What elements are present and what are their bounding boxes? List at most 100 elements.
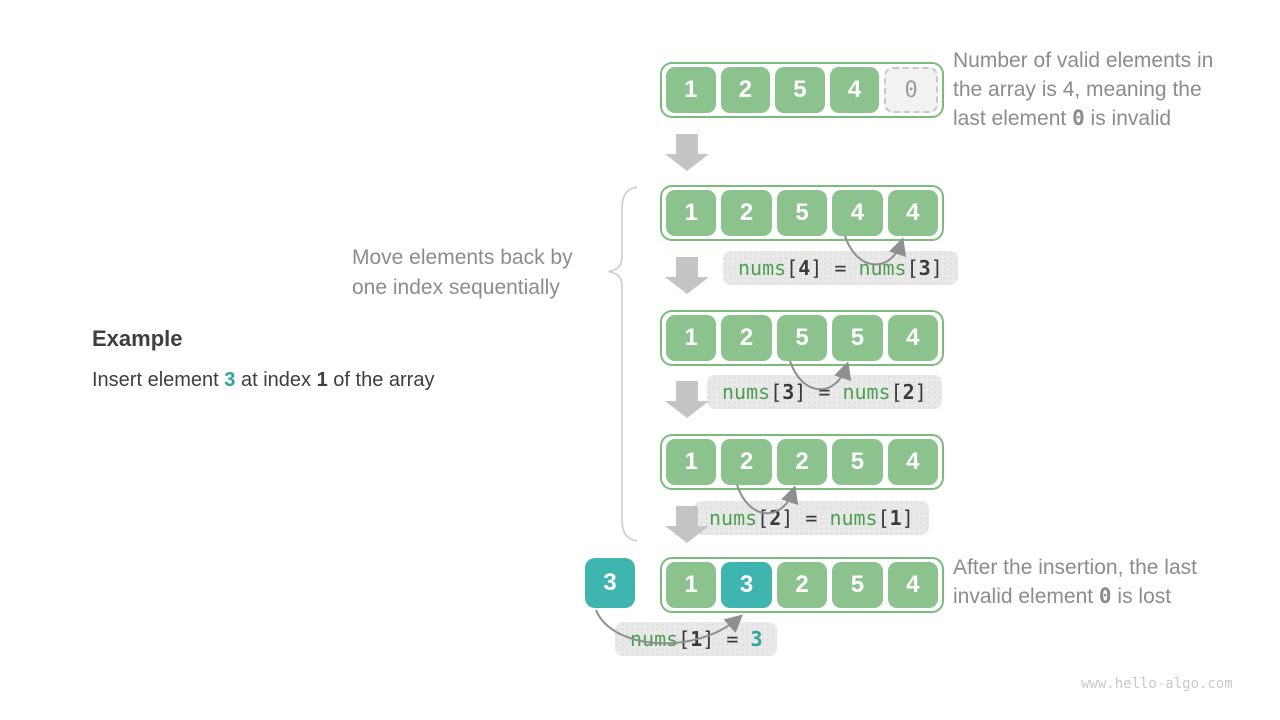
text-segment: 2	[769, 506, 782, 530]
array-cell: 5	[832, 315, 883, 361]
text-segment: 3	[750, 627, 763, 651]
text-line: Number of valid elements in	[953, 46, 1213, 75]
array-cell: 4	[887, 190, 939, 236]
array-cell: 5	[776, 190, 828, 236]
down-arrow-icon	[665, 257, 709, 294]
array-cell: 1	[666, 67, 716, 113]
code-label-nums3: nums[3] = nums[2]	[707, 375, 942, 409]
note-after-insertion: After the insertion, the last invalid ele…	[953, 553, 1197, 611]
array-cell: 0	[884, 67, 938, 113]
array-cell: 4	[832, 190, 883, 236]
text-segment: ]	[781, 506, 794, 530]
text-segment: ]	[702, 627, 715, 651]
down-arrow-icon	[665, 381, 709, 418]
text-segment: invalid element	[953, 585, 1099, 608]
text-segment: 3	[918, 256, 931, 280]
text-segment: nums	[842, 380, 891, 404]
note-valid-elements: Number of valid elements in the array is …	[953, 46, 1213, 133]
text-segment: ]	[930, 256, 943, 280]
text-segment: 0	[1098, 584, 1112, 608]
text-segment: ]	[901, 506, 914, 530]
text-segment: 3	[782, 380, 795, 404]
text-segment: [	[906, 256, 919, 280]
array-cell: 4	[887, 315, 939, 361]
text-segment: last element	[953, 107, 1073, 130]
text-segment: 1	[889, 506, 902, 530]
array-cell: 4	[887, 439, 939, 485]
text-segment: [	[757, 506, 770, 530]
example-block: Example Insert element 3 at index 1 of t…	[92, 326, 434, 392]
example-heading: Example	[92, 326, 183, 351]
text-segment: ]	[914, 380, 927, 404]
array-cell: 1	[666, 562, 717, 608]
text-segment: 2	[902, 380, 915, 404]
text-segment: ]	[794, 380, 807, 404]
array-cell: 1	[666, 190, 717, 236]
text-line: After the insertion, the last	[953, 553, 1197, 582]
array-cell: 5	[775, 67, 825, 113]
array-cell: 5	[776, 315, 828, 361]
text-segment: After the insertion, the last	[953, 556, 1197, 579]
text-line: the array is 4, meaning the	[953, 75, 1213, 104]
text-segment: nums	[709, 506, 758, 530]
array-cell: 2	[721, 439, 772, 485]
text-segment: the array is 4, meaning the	[953, 78, 1202, 101]
text-line: Move elements back by	[352, 243, 573, 273]
array-cell: 5	[832, 439, 883, 485]
text-segment: nums	[630, 627, 679, 651]
text-segment: is invalid	[1084, 107, 1172, 130]
array-cell: 2	[776, 439, 828, 485]
down-arrow-icon	[665, 134, 709, 171]
array-cell: 1	[666, 315, 717, 361]
array-cell: 5	[832, 562, 883, 608]
text-segment: [	[770, 380, 783, 404]
code-label-nums1: nums[1] = 3	[615, 622, 778, 656]
text-segment: nums	[858, 256, 907, 280]
inserted-element-cell: 3	[585, 558, 635, 608]
text-segment: =	[822, 256, 859, 280]
brace-icon	[608, 186, 638, 542]
text-segment: 1	[316, 369, 328, 391]
text-segment: 3	[224, 369, 236, 391]
text-segment: ]	[810, 256, 823, 280]
text-segment: nums	[722, 380, 771, 404]
array-cell: 3	[721, 562, 772, 608]
array-cell: 2	[721, 190, 772, 236]
note-move-elements: Move elements back by one index sequentia…	[352, 243, 573, 303]
text-segment: is lost	[1111, 585, 1172, 608]
array-cell: 4	[829, 67, 880, 113]
array-cell: 2	[720, 67, 771, 113]
text-segment: =	[714, 627, 751, 651]
text-segment: =	[793, 506, 830, 530]
text-segment: nums	[738, 256, 787, 280]
text-line: last element 0 is invalid	[953, 104, 1213, 133]
text-segment: Insert element	[92, 369, 225, 391]
array-cell: 4	[887, 562, 939, 608]
text-segment: nums	[829, 506, 878, 530]
text-segment: [	[786, 256, 799, 280]
text-segment: Move elements back by	[352, 246, 573, 269]
watermark: www.hello-algo.com	[1081, 676, 1233, 692]
array-cell: 1	[666, 439, 717, 485]
text-segment: =	[806, 380, 843, 404]
text-segment: 0	[1072, 106, 1085, 130]
example-description: Insert element 3 at index 1 of the array	[92, 369, 434, 392]
array-cell: 2	[776, 562, 828, 608]
text-line: invalid element 0 is lost	[953, 582, 1197, 611]
text-segment: one index sequentially	[352, 276, 560, 299]
text-segment: 1	[690, 627, 703, 651]
text-segment: [	[877, 506, 890, 530]
code-label-nums4: nums[4] = nums[3]	[723, 251, 958, 285]
text-segment: [	[890, 380, 903, 404]
text-line: one index sequentially	[352, 273, 573, 303]
text-segment: of the array	[327, 369, 435, 391]
text-segment: at index	[235, 369, 317, 391]
text-segment: Number of valid elements in	[953, 49, 1214, 72]
code-label-nums2: nums[2] = nums[1]	[694, 501, 929, 535]
